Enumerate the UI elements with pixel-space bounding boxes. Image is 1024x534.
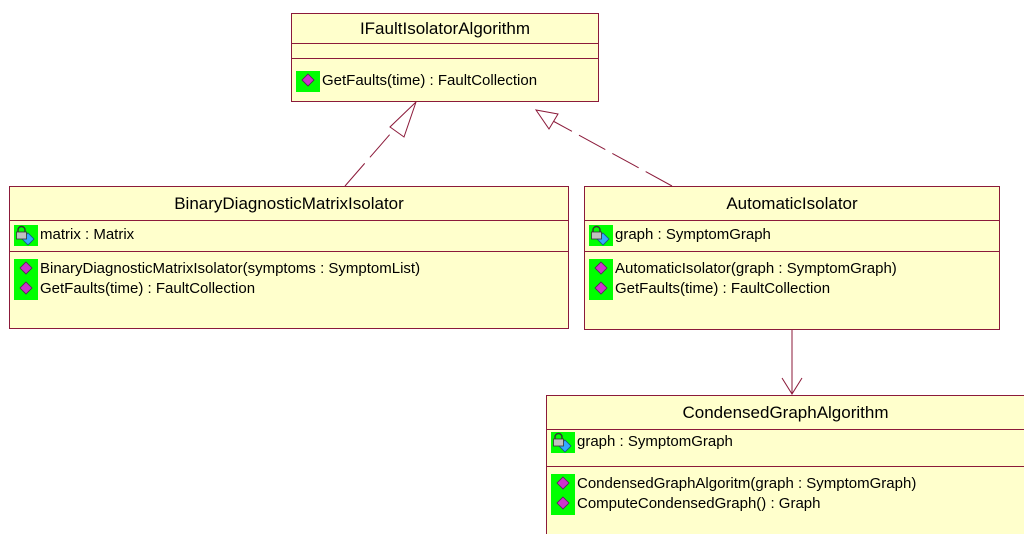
public-operation-icon bbox=[14, 279, 38, 300]
public-operation-icon bbox=[589, 259, 613, 280]
private-attribute-icon bbox=[14, 225, 38, 246]
class-name: CondensedGraphAlgorithm bbox=[547, 396, 1024, 430]
class-condensed-graph-algorithm[interactable]: CondensedGraphAlgorithm graph : SymptomG… bbox=[546, 395, 1024, 534]
public-operation-icon bbox=[551, 494, 575, 515]
public-operation-icon bbox=[14, 259, 38, 280]
attribute-row[interactable]: matrix : Matrix bbox=[14, 225, 568, 246]
operation-row[interactable]: GetFaults(time) : FaultCollection bbox=[296, 71, 598, 92]
class-automatic-isolator[interactable]: AutomaticIsolator graph : SymptomGraph A… bbox=[584, 186, 1000, 330]
private-attribute-icon bbox=[589, 225, 613, 246]
public-operation-icon bbox=[551, 474, 575, 495]
operation-row[interactable]: GetFaults(time) : FaultCollection bbox=[14, 279, 568, 300]
operation-row[interactable]: GetFaults(time) : FaultCollection bbox=[589, 279, 999, 300]
attribute-row[interactable]: graph : SymptomGraph bbox=[551, 432, 1024, 453]
class-name: BinaryDiagnosticMatrixIsolator bbox=[10, 187, 568, 221]
public-operation-icon bbox=[589, 279, 613, 300]
operations-section: BinaryDiagnosticMatrixIsolator(symptoms … bbox=[10, 252, 568, 300]
attributes-section: graph : SymptomGraph bbox=[547, 430, 1024, 467]
operations-section: AutomaticIsolator(graph : SymptomGraph) … bbox=[585, 252, 999, 300]
operation-row[interactable]: AutomaticIsolator(graph : SymptomGraph) bbox=[589, 259, 999, 280]
operation-row[interactable]: ComputeCondensedGraph() : Graph bbox=[551, 494, 1024, 515]
attributes-section: graph : SymptomGraph bbox=[585, 221, 999, 252]
realization-line-automatic bbox=[552, 120, 673, 187]
operations-section: CondensedGraphAlgoritm(graph : SymptomGr… bbox=[547, 467, 1024, 515]
operation-row[interactable]: BinaryDiagnosticMatrixIsolator(symptoms … bbox=[14, 259, 568, 280]
attributes-section: matrix : Matrix bbox=[10, 221, 568, 252]
operations-section: GetFaults(time) : FaultCollection bbox=[292, 59, 598, 92]
realization-arrowhead-binary bbox=[389, 101, 417, 138]
private-attribute-icon bbox=[551, 432, 575, 453]
class-name: IFaultIsolatorAlgorithm bbox=[292, 14, 598, 44]
class-ifault-isolator-algorithm[interactable]: IFaultIsolatorAlgorithm GetFaults(time) … bbox=[291, 13, 599, 102]
realization-arrowhead-automatic bbox=[534, 109, 559, 130]
operation-row[interactable]: CondensedGraphAlgoritm(graph : SymptomGr… bbox=[551, 474, 1024, 495]
association-arrowhead bbox=[781, 377, 803, 395]
attribute-row[interactable]: graph : SymptomGraph bbox=[589, 225, 999, 246]
class-name: AutomaticIsolator bbox=[585, 187, 999, 221]
attributes-section bbox=[292, 44, 598, 59]
class-binary-diagnostic-matrix-isolator[interactable]: BinaryDiagnosticMatrixIsolator matrix : … bbox=[9, 186, 569, 329]
public-operation-icon bbox=[296, 71, 320, 92]
